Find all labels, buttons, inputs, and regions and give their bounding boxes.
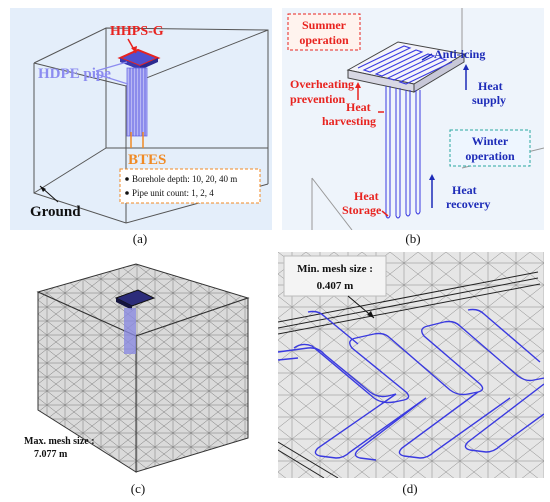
min-mesh-arrowhead (367, 311, 374, 318)
summer-operation-box (287, 13, 361, 51)
harvesting-text-1: Heat (346, 100, 371, 114)
winter-text-2: operation (465, 149, 515, 163)
caption-c: (c) (130, 481, 146, 496)
panel-c: Max. mesh size : 7.077 m (20, 258, 260, 476)
mesh-plate-side (116, 298, 132, 310)
recovery-text-2: recovery (446, 197, 490, 211)
hhps-plate (117, 48, 161, 70)
hdpe-arrow-1 (95, 61, 128, 72)
hhps-plate-serpentine (346, 41, 466, 93)
recovery-text-1: Heat (452, 183, 477, 197)
ground-arrowhead (40, 186, 46, 192)
min-mesh-text-1: Min. mesh size : (297, 263, 373, 275)
caption-a: (a) (132, 231, 148, 246)
serpentine-pipe (278, 308, 544, 461)
hdpe-label: HDPE pipe (38, 66, 111, 82)
summer-text-1: Summer (302, 18, 347, 32)
panel-d: Min. mesh size : 0.407 m (278, 252, 544, 478)
recovery-arrowhead (429, 174, 435, 180)
bullet-dot (125, 191, 129, 195)
heat-supply-arrowhead (463, 64, 469, 70)
storage-text-2: Storage (342, 203, 382, 217)
summer-text-2: operation (299, 33, 349, 47)
heat-supply-text-1: Heat (478, 79, 503, 93)
max-mesh-text-1: Max. mesh size : (24, 436, 95, 447)
cube-right-face (135, 297, 249, 473)
storage-arrow (381, 210, 389, 217)
btes-bracket (130, 132, 144, 148)
panel-c-figure: Max. mesh size : 7.077 m (24, 263, 250, 473)
harvesting-text-2: harvesting (322, 114, 376, 128)
caption-b: (b) (405, 231, 421, 246)
anti-icing-label: Anti-icing (434, 47, 485, 61)
min-mesh-text-2: 0.407 m (317, 280, 354, 292)
bullet-count: Pipe unit count: 1, 2, 4 (132, 188, 214, 198)
bullet-depth: Borehole depth: 10, 20, 40 m (132, 174, 237, 184)
bullet-dot (125, 177, 129, 181)
overheating-text-2: prevention (290, 92, 345, 106)
caption-d: (d) (402, 481, 418, 496)
hhps-arrowhead (131, 46, 137, 53)
panel-b-figure: Summer operation Anti-icing (282, 8, 544, 230)
overheating-arrowhead (355, 82, 361, 88)
overheating-text-1: Overheating (290, 77, 354, 91)
btes-info-box (119, 168, 261, 204)
btes-label: BTES (128, 152, 166, 168)
panel-a: HHPS-G HDPE pipe BTES Borehole depth: 10… (10, 8, 272, 230)
panel-d-figure: Min. mesh size : 0.407 m (278, 252, 544, 478)
min-mesh-box (283, 255, 387, 297)
anti-icing-arrow (421, 53, 433, 61)
winter-operation-box (449, 129, 531, 167)
panel-a-figure: HHPS-G HDPE pipe BTES Borehole depth: 10… (10, 8, 272, 230)
heat-supply-text-2: supply (472, 93, 506, 107)
hhps-label: HHPS-G (110, 24, 164, 39)
ground-label: Ground (30, 204, 81, 220)
max-mesh-text-2: 7.077 m (34, 449, 68, 460)
storage-text-1: Heat (354, 189, 379, 203)
hdpe-pipes (126, 67, 148, 137)
winter-text-1: Winter (472, 134, 509, 148)
mesh-pipes (124, 308, 136, 354)
hdpe-arrow-2 (95, 73, 129, 85)
borehole-pipes (385, 86, 421, 219)
panel-b: Summer operation Anti-icing (282, 8, 544, 230)
